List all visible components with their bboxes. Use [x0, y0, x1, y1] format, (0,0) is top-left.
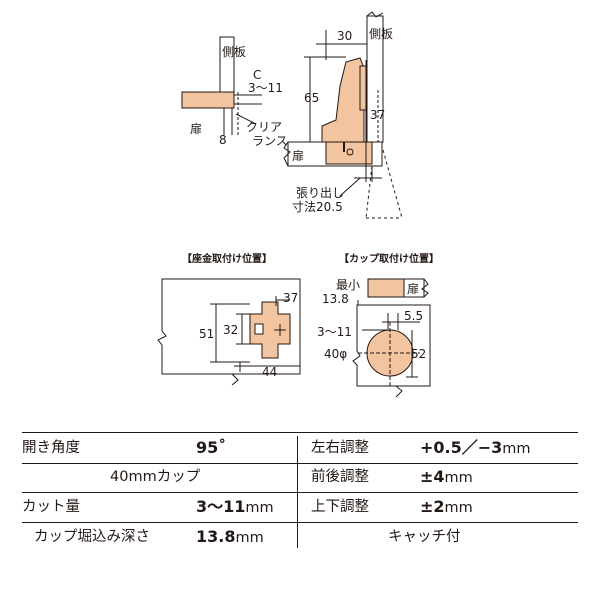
plate-view-title: 【座金取付け位置】: [182, 252, 272, 265]
left-c-range: 3〜11: [248, 81, 283, 95]
lr-adjust-unit: mm: [502, 441, 531, 457]
left-dim-8: 8: [219, 133, 227, 147]
cut-amount-value-wrap: 3〜11mm: [196, 492, 274, 522]
cup-diameter: 40φ: [324, 347, 347, 361]
hinge-dim-30: 30: [337, 29, 352, 43]
overhang-label-line2: 寸法20.5: [292, 200, 343, 214]
cup-depth-label: カップ堀込み深さ: [34, 529, 150, 545]
spec-table-divider: [297, 436, 299, 548]
cup-dim-5-5: 5.5: [404, 309, 423, 323]
hinge-plate: [359, 65, 368, 111]
cup-door-label: 扉: [407, 282, 419, 296]
hinge-side-view: [283, 11, 403, 219]
left-door-label: 扉: [190, 122, 202, 136]
ud-adjust-unit: mm: [444, 500, 473, 516]
cup-min-label: 最小: [336, 278, 360, 292]
hinge-dim-37: 37: [370, 108, 385, 122]
catch-label: キャッチ付: [388, 529, 461, 545]
plate-position-view: [157, 278, 301, 386]
plate-dim-51: 51: [199, 327, 214, 341]
plate-dim-37: 37: [283, 291, 298, 305]
ud-adjust-value-wrap: ±2mm: [420, 492, 473, 522]
lr-adjust-value: +0.5／−3: [420, 438, 503, 457]
cup-depth-value-wrap: 13.8mm: [196, 522, 264, 552]
cup-size: 40mmカップ: [110, 469, 201, 485]
cup-dim-range: 3〜11: [317, 325, 352, 339]
left-clearance-line1: クリア: [246, 120, 282, 134]
cup-min-value: 13.8: [322, 292, 349, 306]
cup-depth-value: 13.8: [196, 527, 236, 546]
cup-depth-unit: mm: [235, 530, 264, 546]
plate-dim-44: 44: [262, 365, 277, 379]
left-clearance-line2: ランス: [252, 134, 288, 148]
opening-angle-label: 開き角度: [22, 440, 80, 456]
plate-dim-32: 32: [223, 323, 238, 337]
right-door-label: 扉: [292, 149, 304, 163]
opening-angle-value: 95˚: [196, 438, 227, 457]
spec-row-1: 開き角度 95˚ 左右調整 +0.5／−3mm: [22, 432, 578, 464]
lr-adjust-label: 左右調整: [311, 440, 369, 456]
ud-adjust-label: 上下調整: [311, 499, 369, 515]
ud-adjust-value: ±2: [420, 497, 445, 516]
cut-amount-value: 3〜11: [196, 497, 246, 516]
left-side-panel-label: 側板: [222, 45, 246, 59]
spec-row-2: 40mmカップ 前後調整 ±4mm: [22, 462, 578, 493]
left-door: [181, 91, 235, 109]
cup-view-title: 【カップ取付け位置】: [339, 252, 439, 265]
left-side-view: [181, 36, 262, 135]
spec-row-3: カット量 3〜11mm 上下調整 ±2mm: [22, 492, 578, 523]
lr-adjust-value-wrap: +0.5／−3mm: [420, 433, 531, 463]
cup-position-view: [352, 278, 431, 398]
spec-row-4: カップ堀込み深さ 13.8mm キャッチ付: [22, 522, 578, 552]
fb-adjust-value: ±4: [420, 467, 445, 486]
fb-adjust-value-wrap: ±4mm: [420, 462, 473, 492]
hinge-arm: [321, 57, 365, 143]
fb-adjust-label: 前後調整: [311, 469, 369, 485]
fb-adjust-unit: mm: [444, 470, 473, 486]
left-c-label: C: [253, 68, 261, 82]
cup-dim-52: 52: [411, 347, 426, 361]
plate-outline: [157, 278, 301, 375]
right-side-panel-break: [366, 11, 384, 18]
cut-amount-unit: mm: [245, 500, 274, 516]
technical-drawing: 側板 C 3〜11 扉 8 クリア ランス 30 側板 65 37 扉 張り出し…: [157, 11, 439, 398]
hinge-dim-65: 65: [304, 91, 319, 105]
overhang-label-line1: 張り出し: [296, 186, 344, 200]
cut-amount-label: カット量: [22, 499, 80, 515]
right-side-panel-label: 側板: [369, 27, 393, 41]
